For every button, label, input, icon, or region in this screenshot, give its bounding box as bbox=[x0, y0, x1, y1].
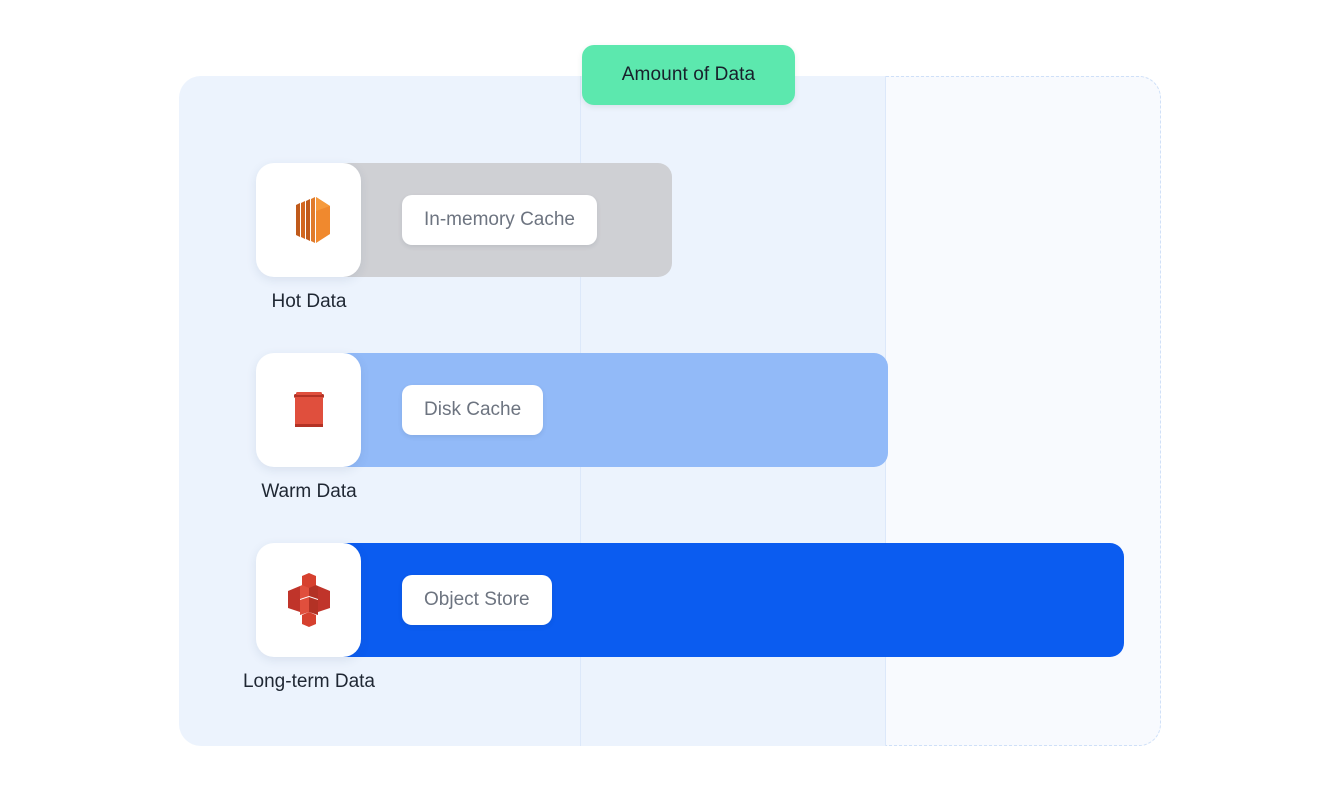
chart-row-warm-data: Disk Cache Warm Data bbox=[0, 353, 1340, 543]
aws-elasticache-icon bbox=[295, 197, 330, 243]
icon-tile-hot-data[interactable] bbox=[256, 163, 361, 277]
chart-row-long-term-data: Object Store Long-term Data bbox=[0, 543, 1340, 733]
bar-pill-hot-data: In-memory Cache bbox=[402, 195, 597, 245]
row-label-long-term-data: Long-term Data bbox=[242, 671, 375, 692]
row-label-warm-data: Warm Data bbox=[261, 481, 357, 502]
bar-pill-label: Disk Cache bbox=[424, 399, 522, 420]
bar-pill-long-term-data: Object Store bbox=[402, 575, 552, 625]
database-cylinder-icon bbox=[293, 392, 324, 427]
bar-warm-data[interactable]: Disk Cache bbox=[308, 353, 888, 467]
row-label-hot-data: Hot Data bbox=[271, 291, 347, 312]
icon-tile-warm-data[interactable] bbox=[256, 353, 361, 467]
aws-s3-icon bbox=[287, 573, 330, 627]
bar-pill-label: In-memory Cache bbox=[424, 209, 575, 230]
chart-row-hot-data: In-memory Cache Hot Data bbox=[0, 163, 1340, 353]
bar-long-term-data[interactable]: Object Store bbox=[308, 543, 1124, 657]
bar-pill-warm-data: Disk Cache bbox=[402, 385, 544, 435]
chart-title-badge: Amount of Data bbox=[582, 45, 795, 105]
bar-pill-label: Object Store bbox=[424, 589, 530, 610]
icon-tile-long-term-data[interactable] bbox=[256, 543, 361, 657]
chart-title-label: Amount of Data bbox=[621, 64, 756, 85]
bar-hot-data[interactable]: In-memory Cache bbox=[308, 163, 672, 277]
